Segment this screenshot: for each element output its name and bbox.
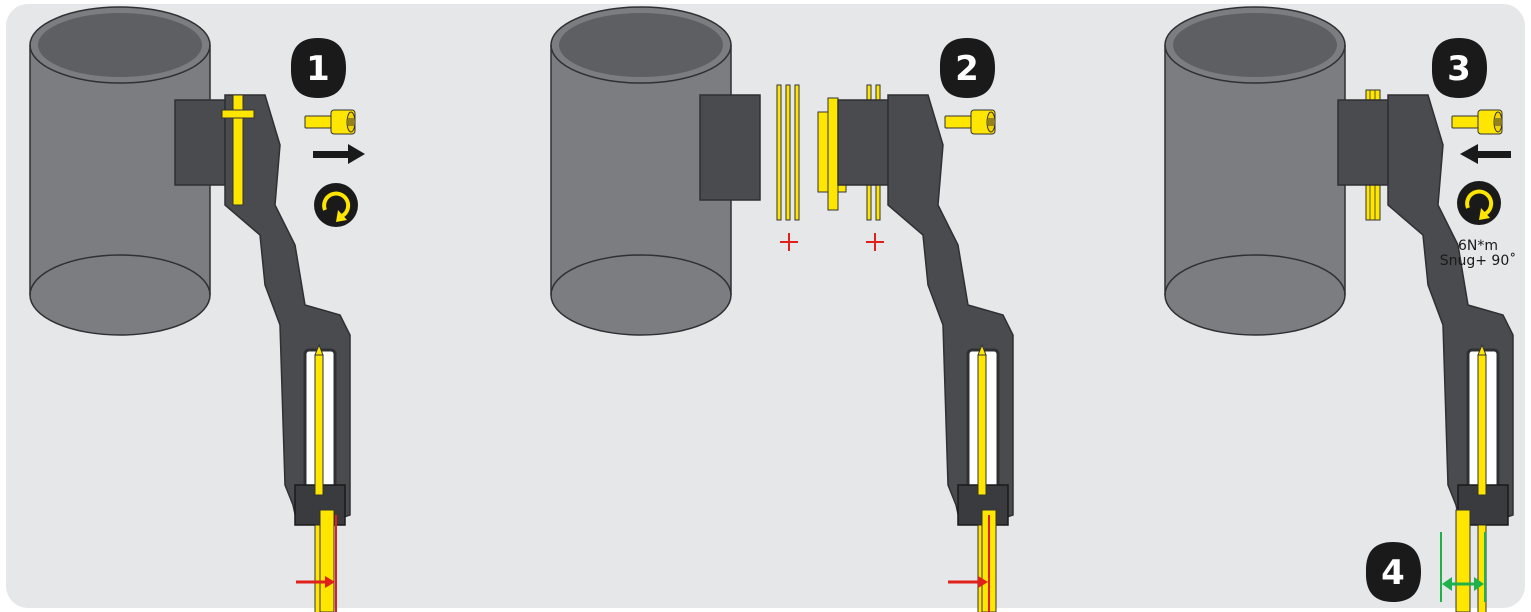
lower-cable [319, 509, 335, 612]
red-arrow-marker [296, 515, 337, 612]
step-3-group: 3 6N*m Snug+ 90˚ [1164, 6, 1517, 612]
step-2-badge: 2 [939, 38, 995, 98]
shim-set-left [776, 84, 800, 221]
double-arrow-icon [1440, 532, 1486, 602]
step-1-group: 1 [29, 6, 365, 612]
torque-value: 6N*m [1458, 238, 1498, 254]
step-4-badge: 4 [1365, 542, 1421, 602]
step-3-number: 3 [1447, 49, 1471, 89]
clamp-stub [699, 94, 761, 201]
background-panel [6, 4, 1525, 608]
step-3-badge: 3 [1431, 38, 1487, 98]
red-arrow-marker [948, 515, 990, 612]
torque-spec: Snug+ 90˚ [1440, 252, 1517, 269]
highlight-clamp [221, 94, 255, 206]
step-2-number: 2 [955, 49, 979, 89]
handlebar-tube [1164, 6, 1346, 336]
arrow-left-icon [1460, 144, 1511, 164]
step-2-group: 2 [550, 6, 1015, 612]
step-1-number: 1 [306, 49, 330, 89]
lower-cable [1455, 509, 1471, 612]
step-1-badge: 1 [290, 38, 346, 98]
plus-icon [866, 233, 884, 251]
step-4-number: 4 [1381, 553, 1405, 593]
rotate-icon [1455, 179, 1503, 227]
plus-icon [780, 233, 798, 251]
step-4-group: 4 [1365, 532, 1486, 602]
rotate-icon [312, 181, 360, 229]
arrow-right-icon [313, 144, 365, 164]
